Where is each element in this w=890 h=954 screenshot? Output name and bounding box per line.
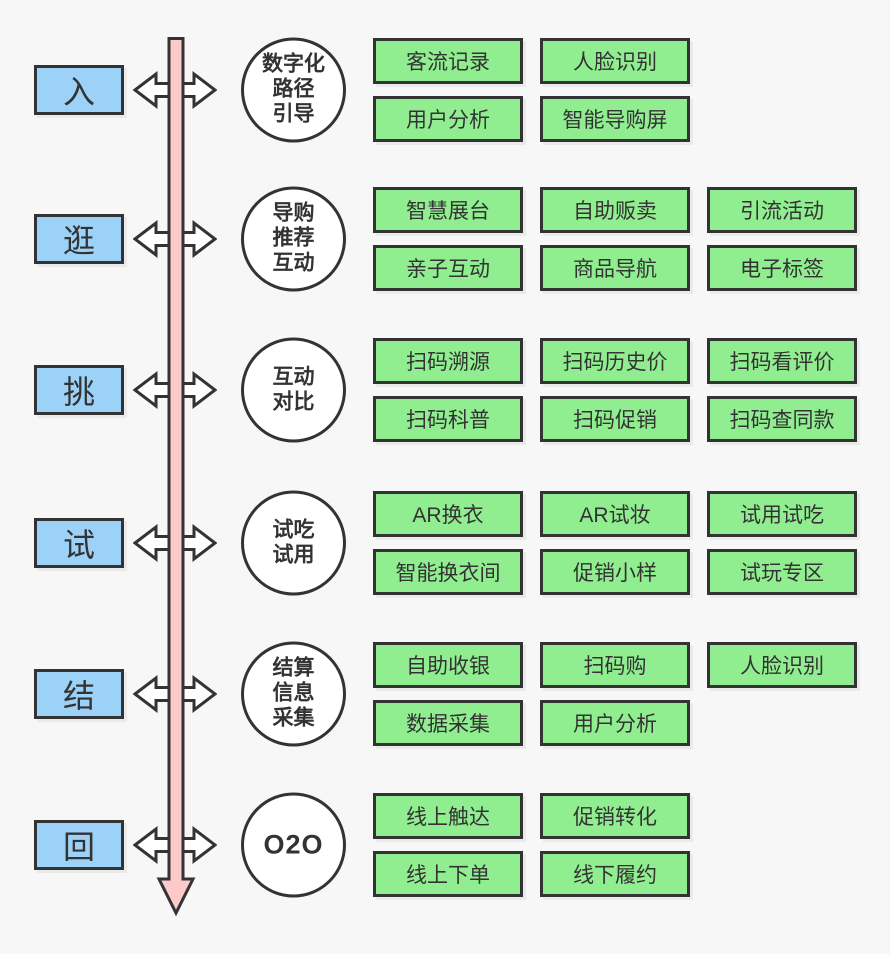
hub-label-line: 推荐 [272,226,315,250]
feature-box: 引流活动 [707,187,857,233]
stage-box: 试 [34,518,124,568]
hub-label-line: 数字化 [262,52,325,76]
journey-row: 回 O2O 线上触达 促销转化 线上下单 线下履约 [0,770,890,920]
feature-grid: 智慧展台 自助贩卖 引流活动 亲子互动 商品导航 电子标签 [373,187,857,291]
feature-box: 试玩专区 [707,549,857,595]
feature-box: 促销小样 [540,549,690,595]
feature-grid-row: 用户分析 智能导购屏 [373,96,690,142]
feature-grid: AR换衣 AR试妆 试用试吃 智能换衣间 促销小样 试玩专区 [373,491,857,595]
hub-label-line: 采集 [272,706,315,730]
hub-label-line: 试吃 [272,518,315,542]
feature-grid-row: 智慧展台 自助贩卖 引流活动 [373,187,857,233]
feature-box: 智能换衣间 [373,549,523,595]
journey-row: 挑 互动 对比 扫码溯源 扫码历史价 扫码看评价 扫码科普 扫码促销 扫码查同款 [0,315,890,465]
hub-circle: 结算 信息 采集 [241,641,346,747]
hub-circle: 数字化 路径 引导 [241,37,346,143]
journey-row: 入 数字化 路径 引导 客流记录 人脸识别 用户分析 智能导购屏 [0,15,890,165]
feature-box: 用户分析 [373,96,523,142]
feature-box: 扫码看评价 [707,338,857,384]
feature-box: 亲子互动 [373,245,523,291]
feature-box: 数据采集 [373,700,523,746]
feature-box: 人脸识别 [707,642,857,688]
feature-box: 用户分析 [540,700,690,746]
feature-box: AR换衣 [373,491,523,537]
stage-label: 逛 [62,223,95,259]
feature-box: 试用试吃 [707,491,857,537]
feature-grid-row: 客流记录 人脸识别 [373,38,690,84]
stage-box: 回 [34,820,124,870]
feature-grid-row: 数据采集 用户分析 [373,700,857,746]
feature-box: 线下履约 [540,851,690,897]
feature-box: 自助贩卖 [540,187,690,233]
feature-box: 自助收银 [373,642,523,688]
hub-label-line: 试用 [272,543,315,566]
feature-box: 扫码购 [540,642,690,688]
hub-label-line: 结算 [272,656,315,680]
stage-box: 入 [34,65,124,115]
hub-label-line: 引导 [272,102,315,126]
stage-label: 入 [62,74,95,110]
journey-row: 逛 导购 推荐 互动 智慧展台 自助贩卖 引流活动 亲子互动 商品导航 电子标签 [0,164,890,314]
feature-box: AR试妆 [540,491,690,537]
stage-box: 逛 [34,214,124,264]
feature-grid: 自助收银 扫码购 人脸识别 数据采集 用户分析 [373,642,857,746]
feature-box: 线上下单 [373,851,523,897]
hub-circle: 互动 对比 [241,337,346,443]
feature-grid-row: 线上触达 促销转化 [373,793,690,839]
hub-circle: 试吃 试用 [241,490,346,596]
hub-circle: O2O [241,792,346,898]
down-arrow-icon [156,37,196,916]
feature-grid-row: 亲子互动 商品导航 电子标签 [373,245,857,291]
journey-row: 结 结算 信息 采集 自助收银 扫码购 人脸识别 数据采集 用户分析 [0,619,890,769]
journey-row: 试 试吃 试用 AR换衣 AR试妆 试用试吃 智能换衣间 促销小样 试玩专区 [0,468,890,618]
feature-box: 扫码促销 [540,396,690,442]
feature-grid-row: 扫码科普 扫码促销 扫码查同款 [373,396,857,442]
feature-grid-row: AR换衣 AR试妆 试用试吃 [373,491,857,537]
stage-box: 挑 [34,365,124,415]
feature-grid: 客流记录 人脸识别 用户分析 智能导购屏 [373,38,690,142]
feature-box: 智慧展台 [373,187,523,233]
feature-box: 人脸识别 [540,38,690,84]
feature-box: 电子标签 [707,245,857,291]
feature-box: 扫码溯源 [373,338,523,384]
stage-label: 回 [62,829,95,865]
feature-box: 促销转化 [540,793,690,839]
stage-label: 试 [62,527,95,563]
stage-label: 结 [62,678,95,714]
feature-box: 智能导购屏 [540,96,690,142]
hub-label-line: 互动 [272,365,315,389]
feature-grid-row: 扫码溯源 扫码历史价 扫码看评价 [373,338,857,384]
stage-box: 结 [34,669,124,719]
feature-grid-row: 智能换衣间 促销小样 试玩专区 [373,549,857,595]
feature-box: 客流记录 [373,38,523,84]
feature-grid-row: 线上下单 线下履约 [373,851,690,897]
hub-circle: 导购 推荐 互动 [241,186,346,292]
hub-label-line: 互动 [272,251,315,275]
feature-grid: 扫码溯源 扫码历史价 扫码看评价 扫码科普 扫码促销 扫码查同款 [373,338,857,442]
feature-grid-row: 自助收银 扫码购 人脸识别 [373,642,857,688]
hub-label-line: 信息 [272,681,315,705]
feature-grid: 线上触达 促销转化 线上下单 线下履约 [373,793,690,897]
feature-box: 扫码查同款 [707,396,857,442]
hub-label-line: O2O [263,829,324,860]
feature-box: 商品导航 [540,245,690,291]
hub-label-line: 导购 [272,201,315,225]
feature-box: 扫码科普 [373,396,523,442]
stage-label: 挑 [62,374,95,410]
hub-label-line: 对比 [272,390,315,413]
feature-box: 扫码历史价 [540,338,690,384]
hub-label-line: 路径 [272,77,315,101]
feature-box: 线上触达 [373,793,523,839]
